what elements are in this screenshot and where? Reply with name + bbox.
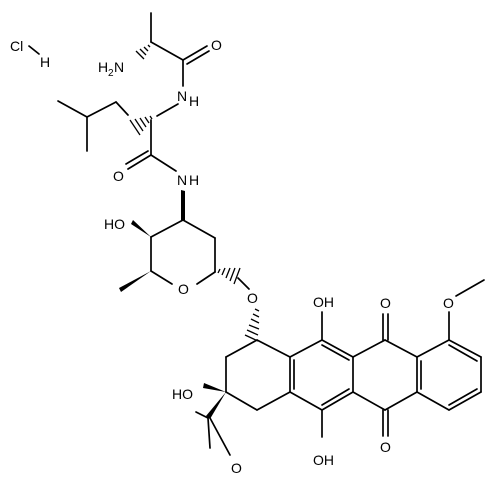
- sugar-hydroxyl: HO: [104, 216, 125, 232]
- hydrogen-label: H: [40, 54, 50, 70]
- ring-b: OH OH: [289, 294, 354, 468]
- ala-ca-co-bond: [150, 41, 184, 61]
- leu-co-bond-2: [125, 150, 149, 165]
- acetyl-wedge: [206, 392, 226, 419]
- c9-hydroxyl: HO: [172, 386, 193, 402]
- amine-n-label: N: [114, 59, 124, 75]
- ringc-bottomleft-bond: [352, 391, 386, 411]
- lower-nh-n: N: [177, 172, 187, 188]
- leu-cb-bond: [115, 101, 129, 116]
- upper-nh-n: N: [177, 88, 187, 104]
- ringc-topright-bond: [384, 339, 418, 358]
- glycosidic-hashed-bond: [217, 267, 241, 285]
- ring-o-c5-bond: [150, 270, 173, 285]
- leu-cg-bond: [86, 101, 117, 118]
- ala-carbonyl-o: O: [211, 37, 222, 53]
- leu-co-bond-1: [127, 154, 152, 170]
- quinone-top-oxygen: O: [380, 295, 391, 311]
- ringb-bottomright-bond: [321, 391, 354, 411]
- chlorine-label: Cl: [10, 38, 23, 54]
- hydrochloride: Cl H: [10, 38, 50, 70]
- c9-oh-wedge: [203, 383, 226, 392]
- ringd-topright-inner: [448, 344, 478, 362]
- ala-co-bond-1: [182, 45, 208, 61]
- ringd-topleft-bond: [416, 339, 450, 358]
- glycosidic-oxygen: O: [247, 290, 258, 306]
- ringb-topright-inner: [321, 344, 350, 361]
- acetyl-oxygen: O: [231, 460, 242, 476]
- upper-nh-h: H: [189, 93, 199, 109]
- alanine-residue: H 2 N O N H: [98, 12, 222, 109]
- ringb-bottomleft-bond: [289, 391, 323, 411]
- c7-hashed-bond: [244, 308, 260, 342]
- sugar-methyl-wedge: [119, 271, 151, 292]
- sugar-ring: O HO O: [104, 190, 258, 306]
- c7-c8-bond: [225, 339, 258, 358]
- ring-oxygen: O: [178, 281, 189, 297]
- methoxy-oxygen: O: [443, 295, 454, 311]
- ring-c1-o-bond: [196, 271, 216, 285]
- acetyl-methyl-bond: [195, 411, 209, 419]
- leu-carbonyl-o: O: [113, 168, 124, 184]
- ring-c3-c2-bond: [182, 219, 216, 239]
- cl-h-bond: [28, 45, 40, 55]
- ringb-topright-bond: [321, 339, 354, 358]
- ala-hashed-bond: [135, 44, 151, 60]
- ringb-topleft-bond: [289, 339, 323, 358]
- ring-d: O: [416, 279, 485, 411]
- c11-hydroxyl: OH: [313, 452, 334, 468]
- leu-n-ca-bond: [156, 103, 179, 117]
- ringb-bottomright-inner: [321, 388, 350, 406]
- leu-hashed-bond: [129, 115, 153, 136]
- amine-h-label: H: [98, 59, 108, 75]
- amine-subscript: 2: [108, 68, 114, 79]
- methoxy-methyl-bond: [455, 279, 485, 297]
- ala-co-bond-2: [186, 50, 210, 65]
- leu-c-n-bond: [150, 154, 177, 172]
- ringd-bottomright-bond: [448, 391, 482, 411]
- ringd-topright-bond: [448, 339, 482, 358]
- ringc-bottomright-bond: [384, 391, 418, 411]
- c9-c10-bond: [225, 391, 258, 411]
- leucine-residue: O N H: [57, 100, 199, 188]
- acetyl-co-bond-2: [209, 417, 231, 456]
- c10-c10a-bond: [256, 391, 291, 411]
- ringd-bottomright-inner: [448, 388, 478, 406]
- lower-nh-h: H: [189, 172, 199, 188]
- acetyl-co-bond-1: [207, 417, 211, 449]
- ringd-bottomleft-bond: [416, 391, 450, 411]
- c6-hydroxyl: OH: [313, 294, 334, 310]
- ring-a: HO O: [172, 308, 291, 476]
- leu-methyl1-bond: [57, 100, 88, 118]
- quinone-bottom-oxygen: O: [380, 439, 391, 455]
- glycosidic-bond: [237, 277, 250, 290]
- sugar-n-wedge: [181, 190, 185, 220]
- ring-c4-c3-bond: [150, 219, 184, 238]
- sugar-oh-wedge: [131, 220, 151, 237]
- c7-c6a-bond: [256, 339, 291, 358]
- ring-c: O O: [352, 295, 418, 455]
- ringc-topleft-bond: [352, 339, 386, 358]
